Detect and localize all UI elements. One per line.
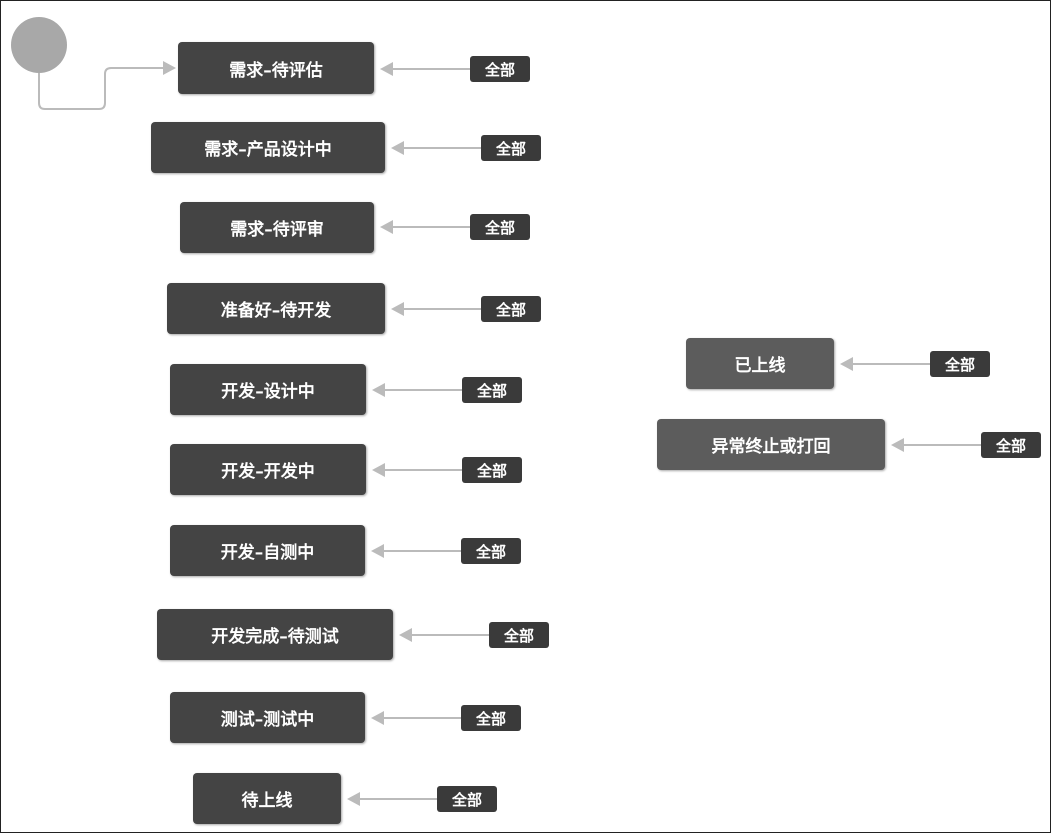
start-arrowhead xyxy=(163,61,176,75)
filter-badge-3[interactable]: 全部 xyxy=(470,214,530,240)
arrowhead-1 xyxy=(380,62,393,76)
arrowhead-7 xyxy=(371,544,384,558)
state-node-2[interactable]: 需求–产品设计中 xyxy=(151,122,385,173)
arrowhead-5 xyxy=(372,383,385,397)
filter-badge-5[interactable]: 全部 xyxy=(462,377,522,403)
start-node xyxy=(11,17,67,73)
filter-badge-2[interactable]: 全部 xyxy=(481,135,541,161)
arrowhead-12 xyxy=(891,438,904,452)
arrowhead-4 xyxy=(391,302,404,316)
state-node-9[interactable]: 测试–测试中 xyxy=(170,692,365,743)
filter-badge-6[interactable]: 全部 xyxy=(462,457,522,483)
arrowhead-8 xyxy=(399,628,412,642)
filter-badge-7[interactable]: 全部 xyxy=(461,538,521,564)
state-node-7[interactable]: 开发–自测中 xyxy=(170,525,365,576)
state-node-1[interactable]: 需求–待评估 xyxy=(178,42,374,94)
state-node-3[interactable]: 需求–待评审 xyxy=(180,202,374,253)
state-node-10[interactable]: 待上线 xyxy=(193,773,341,824)
filter-badge-12[interactable]: 全部 xyxy=(981,432,1041,458)
state-node-6[interactable]: 开发–开发中 xyxy=(170,444,366,495)
state-node-11[interactable]: 已上线 xyxy=(686,338,834,389)
filter-badge-11[interactable]: 全部 xyxy=(930,351,990,377)
arrowhead-6 xyxy=(372,463,385,477)
state-node-8[interactable]: 开发完成–待测试 xyxy=(157,609,393,660)
start-connector xyxy=(38,67,168,110)
arrowhead-9 xyxy=(371,711,384,725)
filter-badge-10[interactable]: 全部 xyxy=(437,786,497,812)
arrowhead-10 xyxy=(347,792,360,806)
badge-arrows xyxy=(347,62,981,806)
arrowhead-2 xyxy=(391,141,404,155)
filter-badge-8[interactable]: 全部 xyxy=(489,622,549,648)
arrowhead-3 xyxy=(380,220,393,234)
arrowhead-11 xyxy=(840,357,853,371)
filter-badge-4[interactable]: 全部 xyxy=(481,296,541,322)
state-node-4[interactable]: 准备好–待开发 xyxy=(167,283,385,334)
filter-badge-1[interactable]: 全部 xyxy=(470,56,530,82)
state-node-5[interactable]: 开发–设计中 xyxy=(170,364,366,415)
state-node-12[interactable]: 异常终止或打回 xyxy=(657,419,885,470)
filter-badge-9[interactable]: 全部 xyxy=(461,705,521,731)
